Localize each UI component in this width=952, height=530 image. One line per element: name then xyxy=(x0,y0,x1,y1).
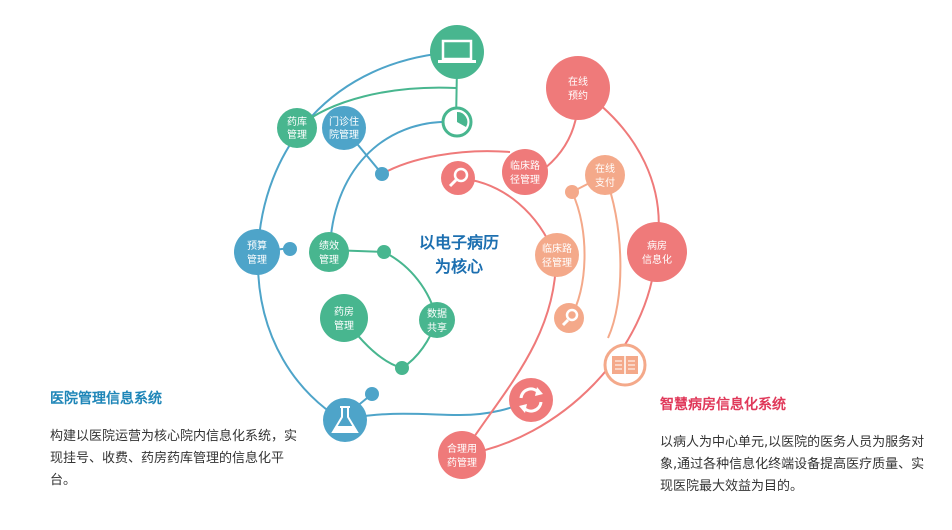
node-yaofang: 药房 管理 xyxy=(320,294,368,342)
node-jixiao: 绩效 管理 xyxy=(309,232,349,272)
svg-text:在线: 在线 xyxy=(595,162,615,175)
svg-text:在线: 在线 xyxy=(568,75,588,88)
svg-text:药管理: 药管理 xyxy=(447,456,477,469)
node-bingfang: 病房 信息化 xyxy=(627,222,687,282)
node-shuju: 数据 共享 xyxy=(419,302,455,338)
node-zaixian-yuyue: 在线 预约 xyxy=(546,56,610,120)
node-linchuang-2: 临床路 径管理 xyxy=(535,233,579,277)
svg-text:病房: 病房 xyxy=(647,239,667,252)
node-yusuan: 预算 管理 xyxy=(234,229,280,275)
svg-text:临床路: 临床路 xyxy=(542,242,572,255)
svg-text:门诊住: 门诊住 xyxy=(329,115,359,128)
svg-text:支付: 支付 xyxy=(595,176,615,189)
node-linchuang-1: 临床路 径管理 xyxy=(502,149,548,195)
node-heli: 合理用 药管理 xyxy=(438,431,486,479)
svg-text:管理: 管理 xyxy=(287,128,307,141)
svg-text:预约: 预约 xyxy=(568,89,588,102)
left-panel: 医院管理信息系统 构建以医院运营为核心院内信息化系统，实现挂号、收费、药房药库管… xyxy=(50,388,300,492)
svg-text:院管理: 院管理 xyxy=(329,128,359,141)
svg-text:共享: 共享 xyxy=(427,321,447,334)
svg-text:管理: 管理 xyxy=(319,253,339,266)
laptop-icon xyxy=(430,25,484,79)
center-title-line2: 为核心 xyxy=(435,257,483,276)
left-panel-title: 医院管理信息系统 xyxy=(50,391,162,407)
pie-clock-icon xyxy=(441,106,473,138)
connector-dots xyxy=(283,167,579,401)
book-icon xyxy=(603,343,647,387)
left-panel-desc: 构建以医院运营为核心院内信息化系统，实现挂号、收费、药房药库管理的信息化平台。 xyxy=(50,429,298,488)
center-title-line1: 以电子病历 xyxy=(419,233,499,252)
node-yaoku: 药库 管理 xyxy=(277,108,317,148)
svg-text:管理: 管理 xyxy=(334,319,354,332)
svg-text:管理: 管理 xyxy=(247,253,267,266)
svg-text:药房: 药房 xyxy=(334,305,354,318)
svg-text:信息化: 信息化 xyxy=(642,253,672,266)
right-panel-title: 智慧病房信息化系统 xyxy=(660,397,786,413)
search-icon xyxy=(441,161,475,195)
svg-text:径管理: 径管理 xyxy=(510,173,540,186)
right-panel-desc: 以病人为中心单元,以医院的医务人员为服务对象,通过各种信息化终端设备提高医疗质量… xyxy=(660,435,925,494)
svg-text:预算: 预算 xyxy=(247,239,267,252)
svg-text:药库: 药库 xyxy=(287,115,307,128)
svg-text:数据: 数据 xyxy=(427,307,447,320)
svg-text:绩效: 绩效 xyxy=(319,239,339,252)
svg-text:临床路: 临床路 xyxy=(510,159,540,172)
right-panel: 智慧病房信息化系统 以病人为中心单元,以医院的医务人员为服务对象,通过各种信息化… xyxy=(660,394,925,498)
refresh-icon xyxy=(509,378,553,422)
node-menzhen: 门诊住 院管理 xyxy=(322,106,366,150)
svg-text:径管理: 径管理 xyxy=(542,256,572,269)
svg-text:合理用: 合理用 xyxy=(447,442,477,455)
search-icon xyxy=(554,303,584,333)
flask-icon xyxy=(323,398,367,442)
node-zaixian-zhifu: 在线 支付 xyxy=(585,155,625,195)
